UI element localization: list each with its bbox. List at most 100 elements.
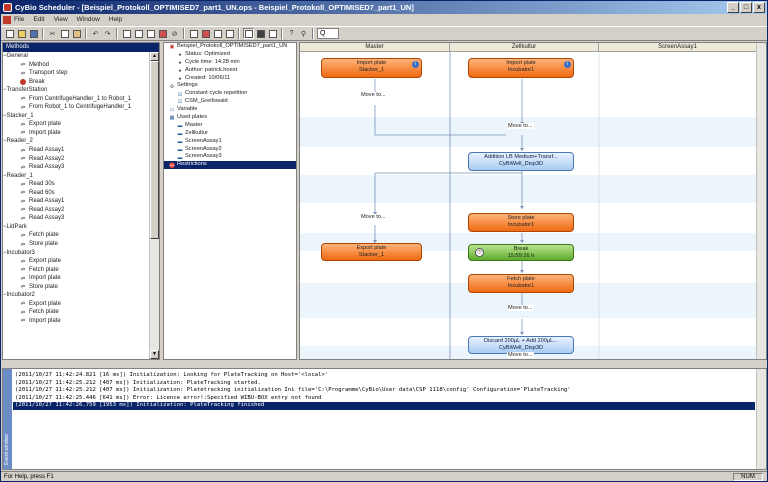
tree-item[interactable]: ▭Variable (164, 106, 296, 114)
collapse-icon[interactable]: − (3, 249, 7, 256)
grid-icon[interactable] (133, 28, 144, 39)
copy-icon[interactable] (59, 28, 70, 39)
move-to-label[interactable]: Move to... (360, 214, 387, 220)
tree-item[interactable]: ▦Used plates (164, 114, 296, 122)
tree-item[interactable]: ●Status: Optimized (164, 51, 296, 59)
collapse-icon[interactable]: − (3, 172, 7, 179)
collapse-icon[interactable]: − (3, 223, 7, 230)
maximize-button[interactable]: □ (740, 2, 752, 13)
scroll-thumb[interactable] (150, 61, 159, 239)
minimize-button[interactable]: _ (727, 2, 739, 13)
column-zellkultur[interactable]: Zellkultur (450, 43, 599, 52)
collapse-icon[interactable]: − (3, 53, 7, 59)
method-item[interactable]: ⇄Import plate (3, 129, 149, 138)
tree-item[interactable]: ●Cycle time: 14:28 min (164, 59, 296, 67)
optimize-icon[interactable] (157, 28, 168, 39)
event-window-tab[interactable]: Event window (3, 369, 12, 469)
scroll-up-icon[interactable]: ▲ (150, 52, 159, 61)
move-to-label[interactable]: Move to... (360, 92, 387, 98)
tree-item[interactable]: ●Created: 10/06/11 (164, 75, 296, 83)
method-item[interactable]: ⇄Export plate (3, 120, 149, 129)
tree-item[interactable]: ▬ScreenAssay2 (164, 146, 296, 154)
method-group[interactable]: −Incubator3 (3, 249, 149, 258)
tree-item[interactable]: ▬Master (164, 122, 296, 130)
method-group[interactable]: −Reader_1 (3, 172, 149, 181)
document-icon[interactable] (3, 16, 11, 24)
column-master[interactable]: Master (300, 43, 450, 52)
layout-icon[interactable] (121, 28, 132, 39)
method-item[interactable]: ⇄From CentrifugeHandler_1 to Robot_1 (3, 95, 149, 104)
method-item[interactable]: ⇄Read Assay1 (3, 197, 149, 206)
menu-window[interactable]: Window (76, 16, 100, 23)
collapse-icon[interactable]: − (3, 138, 7, 145)
tree-item[interactable]: ☑CSM_Greifswald (164, 98, 296, 106)
method-item[interactable]: ⇄Read Assay2 (3, 155, 149, 164)
flow-scrollbar[interactable] (756, 43, 766, 359)
menu-view[interactable]: View (53, 16, 68, 23)
split-view-icon[interactable] (243, 28, 254, 39)
method-item[interactable]: ⇄Transport step (3, 69, 149, 78)
flow-node[interactable]: Addition LB Medium+Transf...CyBiWell_Dis… (468, 152, 574, 171)
tree-item[interactable]: ▬Zellkultur (164, 130, 296, 138)
method-item[interactable]: ⇄Export plate (3, 257, 149, 266)
context-help-icon[interactable]: ⚲ (300, 30, 307, 38)
redo-icon[interactable]: ↷ (104, 30, 111, 38)
open-folder-icon[interactable] (16, 28, 27, 39)
method-item[interactable]: ⇄Import plate (3, 274, 149, 283)
method-item[interactable]: ⇄Store plate (3, 240, 149, 249)
method-group[interactable]: −General (3, 52, 149, 61)
close-button[interactable]: x (753, 2, 765, 13)
tree-item[interactable]: ▬ScreenAssay1 (164, 138, 296, 146)
method-item[interactable]: ⇄Fetch plate (3, 266, 149, 275)
tree-item[interactable]: ▬ScreenAssay3 (164, 153, 296, 161)
method-group[interactable]: −Reader_2 (3, 137, 149, 146)
cut-icon[interactable]: ✂ (49, 30, 56, 38)
schedule-icon[interactable] (200, 28, 211, 39)
log-line[interactable]: (2011/10/27 11:42:25.212 [407 ms]) Initi… (15, 379, 261, 386)
method-item[interactable]: ⇄Read 60s (3, 189, 149, 198)
collapse-icon[interactable]: − (3, 292, 7, 299)
method-item[interactable]: ⇄Fetch plate (3, 308, 149, 317)
plate-view-icon[interactable] (188, 28, 199, 39)
paste-icon[interactable] (71, 28, 82, 39)
column-screenassay1[interactable]: ScreenAssay1 (599, 43, 757, 52)
method-item[interactable]: ⇄Read Assay2 (3, 206, 149, 215)
log-line[interactable]: (2011/10/27 11:42:25.446 [641 ms]) Error… (15, 394, 322, 401)
tree-item[interactable]: ☑Constant cycle repetition (164, 90, 296, 98)
stop-icon[interactable]: ⊘ (171, 30, 178, 38)
collapse-icon[interactable]: − (3, 112, 7, 119)
panel-icon[interactable] (267, 28, 278, 39)
method-item[interactable]: ⇄Import plate (3, 317, 149, 326)
menu-edit[interactable]: Edit (33, 16, 45, 23)
tree-item[interactable]: ⚙Settings (164, 82, 296, 90)
method-group[interactable]: −TransferStation (3, 86, 149, 95)
table-icon[interactable] (145, 28, 156, 39)
menu-help[interactable]: Help (108, 16, 123, 23)
method-group[interactable]: −Incubator2 (3, 291, 149, 300)
method-item[interactable]: Break (3, 78, 149, 87)
method-item[interactable]: ⇄Store plate (3, 283, 149, 292)
save-icon[interactable] (28, 28, 39, 39)
tree-item[interactable]: ⛔Restrictions (164, 161, 296, 170)
methods-scrollbar[interactable]: ▲ ▼ (149, 52, 159, 359)
monitor-icon[interactable] (255, 28, 266, 39)
menu-file[interactable]: File (14, 16, 25, 23)
method-item[interactable]: ⇄Read 30s (3, 180, 149, 189)
move-to-label[interactable]: Move to... (507, 352, 534, 358)
log-scrollbar[interactable] (756, 369, 766, 469)
undo-icon[interactable]: ↶ (92, 30, 99, 38)
scroll-down-icon[interactable]: ▼ (150, 350, 159, 359)
info-icon[interactable]: i (564, 61, 571, 68)
title-bar[interactable]: CyBio Scheduler - [Beispiel_Protokoll_OP… (1, 1, 767, 14)
zoom-dropdown[interactable]: Q (317, 28, 339, 39)
method-item[interactable]: ⇄Fetch plate (3, 231, 149, 240)
method-group[interactable]: −Stacker_1 (3, 112, 149, 121)
method-item[interactable]: ⇄Method (3, 61, 149, 70)
collapse-icon[interactable]: − (3, 87, 7, 94)
method-group[interactable]: −LidPark (3, 223, 149, 232)
